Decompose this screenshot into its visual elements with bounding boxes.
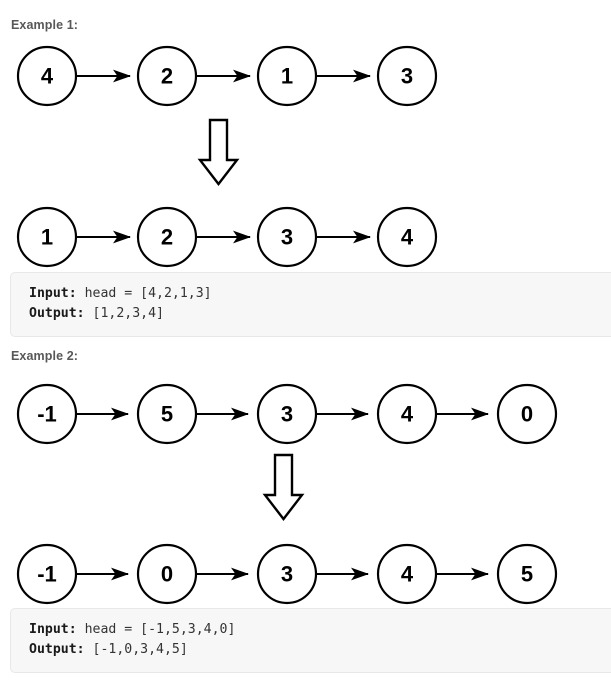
list-node-value: 3 [281, 402, 293, 427]
output-key: Output: [29, 306, 85, 321]
output-value: [-1,0,3,4,5] [84, 642, 188, 657]
input-value: head = [-1,5,3,4,0] [76, 622, 236, 637]
list-node [376, 206, 438, 268]
example-2-label: Example 2: [11, 349, 79, 363]
list-node [256, 543, 318, 605]
input-key: Input: [29, 622, 77, 637]
list-node-value: 2 [161, 225, 173, 250]
list-node-value: 5 [521, 562, 533, 587]
list-node-value: -1 [37, 562, 57, 587]
list-node-value: 3 [401, 64, 413, 89]
list-node-value: 4 [401, 562, 414, 587]
list-node [16, 45, 78, 107]
example-1-output-linked-list: 1 2 3 4 [0, 205, 611, 269]
list-node [16, 543, 78, 605]
output-value: [1,2,3,4] [84, 306, 164, 321]
list-node-value: 4 [401, 402, 414, 427]
list-node [136, 206, 198, 268]
list-node [376, 45, 438, 107]
example-2-output-linked-list: -1 0 3 4 5 [0, 542, 611, 606]
list-node-value: 1 [41, 225, 53, 250]
down-arrow-icon [197, 118, 240, 186]
example-2-output-line: Output: [-1,0,3,4,5] [29, 640, 611, 660]
down-arrow-icon [262, 453, 305, 521]
example-1-output-line: Output: [1,2,3,4] [29, 304, 611, 324]
example-2-input-linked-list: -1 5 3 4 0 [0, 382, 611, 446]
example-2-transform-arrow [0, 453, 611, 523]
list-node [376, 383, 438, 445]
example-1-input-line: Input: head = [4,2,1,3] [29, 284, 611, 304]
list-node [376, 543, 438, 605]
list-node-value: 0 [521, 402, 533, 427]
example-1-transform-arrow [0, 118, 611, 188]
list-node [496, 543, 558, 605]
input-key: Input: [29, 286, 77, 301]
list-node-value: 0 [161, 562, 173, 587]
list-node-value: 4 [401, 225, 414, 250]
example-1-input-linked-list: 4 2 1 3 [0, 44, 611, 108]
example-1-code-block: Input: head = [4,2,1,3] Output: [1,2,3,4… [10, 272, 611, 337]
input-value: head = [4,2,1,3] [76, 286, 212, 301]
example-2-input-line: Input: head = [-1,5,3,4,0] [29, 620, 611, 640]
list-node [16, 383, 78, 445]
list-node-value: 5 [161, 402, 173, 427]
list-node-value: 4 [41, 64, 54, 89]
list-node-value: 1 [281, 64, 293, 89]
list-node [16, 206, 78, 268]
example-2-code-block: Input: head = [-1,5,3,4,0] Output: [-1,0… [10, 608, 611, 673]
list-node [256, 383, 318, 445]
example-1-label: Example 1: [11, 18, 79, 32]
output-key: Output: [29, 642, 85, 657]
list-node-value: 2 [161, 64, 173, 89]
list-node-value: 3 [281, 562, 293, 587]
list-node-value: 3 [281, 225, 293, 250]
list-node [136, 543, 198, 605]
list-node-value: -1 [37, 402, 57, 427]
list-node [256, 206, 318, 268]
list-node [256, 45, 318, 107]
list-node [136, 383, 198, 445]
list-node [136, 45, 198, 107]
list-node [496, 383, 558, 445]
